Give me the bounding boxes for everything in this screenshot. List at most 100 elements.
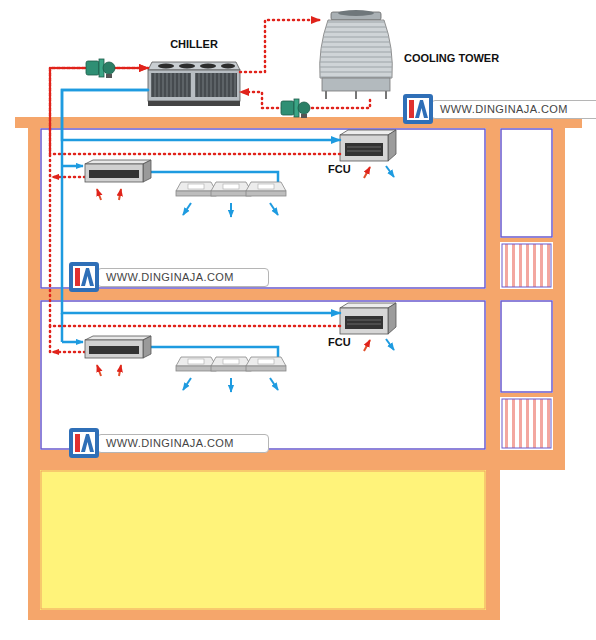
logo-icon: [69, 428, 99, 458]
room-outline: [41, 301, 485, 449]
chiller-unit: [151, 73, 191, 97]
chiller-unit: [148, 62, 240, 70]
room-outline: [41, 129, 485, 288]
equipment-label: CHILLER: [148, 38, 240, 51]
floor-slab: [28, 289, 565, 300]
floor-equipment: [52, 176, 85, 179]
return-pipe: [240, 20, 320, 72]
logo-icon: [81, 268, 94, 286]
inner-wall: [486, 128, 500, 620]
floor-equipment: [49, 326, 52, 352]
logo-icon: [75, 268, 80, 286]
watermark-text: WWW.DINGINAJA.COM: [97, 434, 269, 453]
cooling-tower-unit: [320, 20, 393, 78]
chiller-unit: [148, 101, 240, 106]
cassette-unit: [176, 182, 216, 196]
chiller-unit: [200, 63, 216, 68]
logo-icon: [68, 261, 100, 293]
equipment-label: COOLING TOWER: [404, 52, 476, 65]
watermark: WWW.DINGINAJA.COM: [68, 427, 269, 459]
room-outline: [501, 129, 552, 237]
watermark: WWW.DINGINAJA.COM: [402, 93, 596, 125]
basement: [40, 470, 486, 610]
logo-icon: [403, 94, 433, 124]
room-outline: [501, 301, 552, 392]
ground-slab: [28, 610, 500, 620]
floor-equipment: [183, 378, 191, 390]
floor-slab: [500, 393, 553, 397]
floor-equipment: [50, 303, 396, 392]
floor-equipment: [151, 347, 278, 357]
floor-slab: [500, 238, 553, 242]
roof-slab: [15, 117, 582, 128]
cooling-tower-node: COOLING TOWER: [320, 12, 392, 100]
watermark-text: WWW.DINGINAJA.COM: [97, 268, 269, 287]
cooling-tower-unit: [338, 10, 374, 16]
supply-pipe: [62, 90, 340, 313]
pump-symbol: [281, 99, 310, 118]
floor-equipment: [230, 203, 232, 217]
logo-icon: [68, 427, 100, 459]
fcu-unit: [340, 303, 396, 334]
floor-equipment: [62, 165, 83, 168]
floor-equipment: [62, 341, 83, 344]
floor-equipment: [183, 203, 191, 215]
cassette-unit: [246, 182, 286, 196]
floor-equipment: [364, 167, 370, 178]
pump-symbol: [86, 59, 115, 78]
cooling-tower-unit: [320, 20, 393, 78]
fcu-unit: [340, 130, 396, 161]
cooling-tower-unit: [385, 91, 387, 99]
ducted-unit: [85, 160, 151, 182]
fcu-node: FCU: [340, 303, 396, 335]
cassette-unit: [176, 357, 216, 371]
logo-icon: [73, 266, 95, 288]
floor-equipment: [151, 172, 278, 182]
left-wall: [28, 128, 40, 620]
logo-icon: [75, 434, 80, 452]
chiller-unit: [179, 63, 195, 68]
chiller-unit: [221, 63, 235, 68]
window-grill: [502, 399, 551, 448]
logo-icon: [81, 434, 94, 452]
cooling-tower-unit: [322, 78, 390, 91]
floor-equipment: [119, 365, 121, 376]
logo-icon: [407, 98, 429, 120]
cassette-unit: [211, 357, 251, 371]
floor-equipment: [97, 189, 101, 200]
logo-icon: [402, 93, 434, 125]
logo-icon: [409, 100, 414, 118]
floor-equipment: [52, 351, 85, 354]
chiller-unit: [148, 62, 240, 106]
floor-equipment: [119, 189, 121, 200]
floor-equipment: [52, 130, 396, 217]
cooling-tower-unit: [325, 91, 327, 99]
fcu-node: FCU: [340, 130, 396, 162]
watermark: WWW.DINGINAJA.COM: [68, 261, 269, 293]
chiller-node: CHILLER: [148, 55, 240, 106]
cooling-tower-unit: [355, 91, 357, 99]
cassette-unit: [246, 357, 286, 371]
logo-icon: [415, 100, 428, 118]
window-grill: [502, 244, 551, 287]
return-pipe: [50, 68, 340, 326]
ducted-unit: [85, 336, 151, 358]
logo-icon: [69, 262, 99, 292]
floor-equipment: [270, 378, 278, 390]
floor-equipment: [364, 340, 370, 351]
cassette-unit: [211, 182, 251, 196]
floor-equipment: [61, 313, 64, 342]
floor-equipment: [230, 378, 232, 392]
floor-equipment: [97, 365, 101, 376]
building: [15, 117, 582, 620]
floor-slab: [28, 450, 565, 470]
floor-equipment: [270, 203, 278, 215]
return-pipe: [50, 68, 340, 154]
chiller-unit: [148, 70, 240, 101]
watermark-text: WWW.DINGINAJA.COM: [431, 100, 596, 119]
cooling-tower-unit: [320, 10, 393, 99]
